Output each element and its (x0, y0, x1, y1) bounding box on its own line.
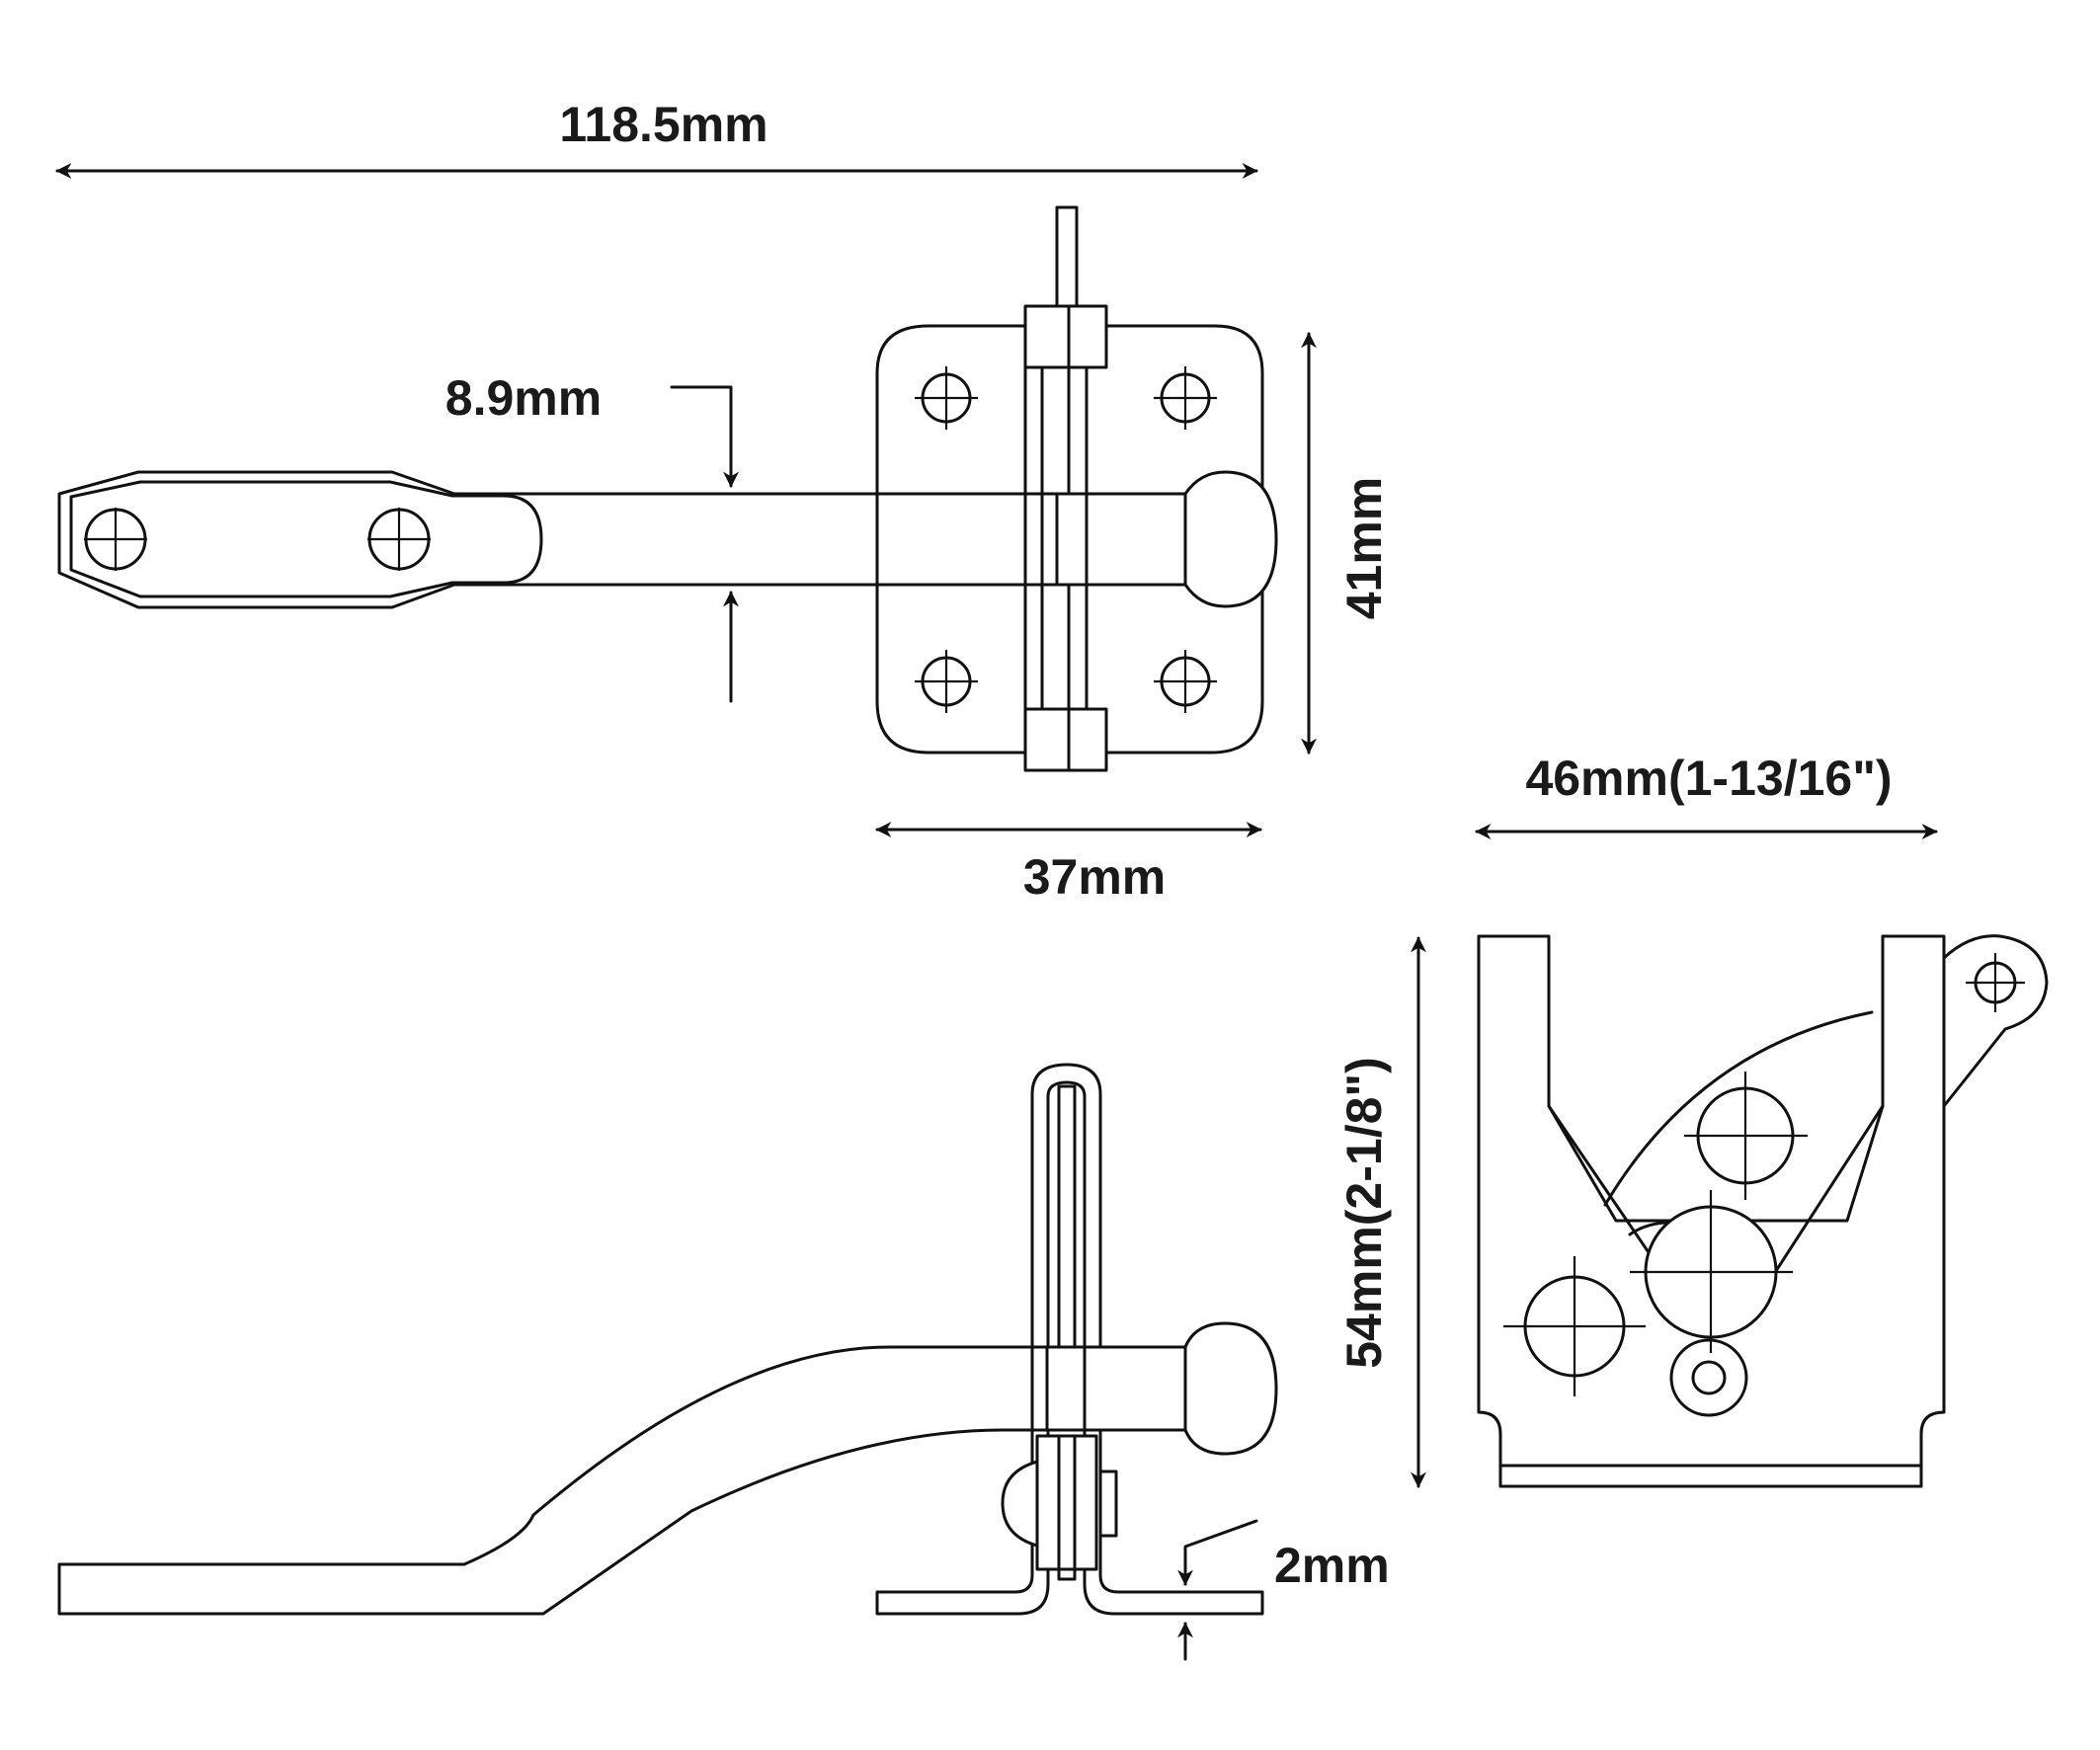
top-view: 118.5mm (55, 97, 1392, 905)
plate-height-label: 41mm (1336, 477, 1392, 620)
catch-hole-left (1503, 1256, 1646, 1396)
catch-hole-center (1630, 1190, 1793, 1353)
side-view: 2mm (57, 1063, 1390, 1661)
overall-length-dimension: 118.5mm (55, 97, 1258, 179)
side-handle (57, 1345, 1049, 1616)
bar-thickness-dimension: 8.9mm (445, 370, 739, 703)
bar-thickness-label: 8.9mm (445, 370, 602, 426)
plate-width-dimension: 37mm (875, 822, 1262, 905)
bar-hole-left (84, 508, 147, 571)
catch-hole-upper (1684, 1072, 1808, 1200)
catch-height-label: 54mm(2-1/8") (1336, 1057, 1392, 1369)
overall-length-label: 118.5mm (559, 97, 767, 152)
catch-hole-small (1669, 1338, 1748, 1417)
material-thickness-dimension: 2mm (1177, 1519, 1390, 1661)
knob (1183, 470, 1278, 608)
catch-width-dimension: 46mm(1-13/16") (1475, 751, 1938, 839)
side-bolt (1045, 1321, 1278, 1456)
guide-channel (1023, 205, 1108, 772)
catch-view: 46mm(1-13/16") 54mm(2-1/8") (1336, 751, 2049, 1488)
mounting-plate (875, 324, 1264, 755)
plate-hole-top-left (915, 366, 978, 430)
catch-height-dimension: 54mm(2-1/8") (1336, 936, 1426, 1488)
side-knob (1183, 1321, 1278, 1456)
plate-hole-bottom-right (1154, 650, 1217, 713)
material-thickness-label: 2mm (1274, 1538, 1390, 1593)
plate-hole-top-right (1154, 366, 1217, 430)
bar-hole-right (367, 508, 431, 571)
latch-bar (57, 470, 1278, 609)
plate-height-dimension: 41mm (1301, 332, 1392, 755)
catch-body (1477, 934, 2049, 1488)
plate-width-label: 37mm (1023, 849, 1167, 905)
plate-hole-bottom-left (915, 650, 978, 713)
u-bracket (875, 1063, 1264, 1616)
catch-width-label: 46mm(1-13/16") (1525, 751, 1892, 806)
catch-ear-hole (1966, 953, 2025, 1012)
